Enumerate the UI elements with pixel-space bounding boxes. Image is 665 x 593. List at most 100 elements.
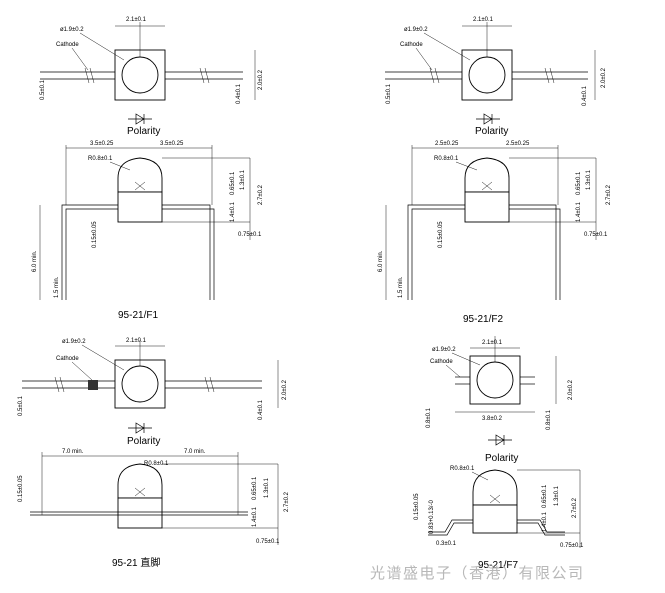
f2-lead-t-label: 0.15±0.05 <box>438 221 444 248</box>
straight-left-v-label: 0.5±0.1 <box>18 395 24 416</box>
straight-d5-label: 0.75±0.1 <box>256 539 280 545</box>
f1-lead-t-label: 0.15±0.05 <box>92 221 98 248</box>
f2-top-view: 2.1±0.1 ø1.9±0.2 Cathode 0.5±0.1 0.4±0.1… <box>385 17 607 137</box>
f2-d4-label: 1.4±0.1 <box>576 201 582 222</box>
straight-lead-t-label: 0.15±0.05 <box>18 475 24 502</box>
f7-cathode-label: Cathode <box>430 359 453 365</box>
f1-width-label: 2.1±0.1 <box>126 17 147 23</box>
f2-span-left-label: 2.5±0.25 <box>435 141 459 147</box>
f7-right-v-label: 0.8±0.1 <box>546 409 552 430</box>
f2-lead-dia-label: ø1.9±0.2 <box>404 27 428 33</box>
f1-d1-label: 0.65±0.1 <box>230 171 236 195</box>
f2-width-label: 2.1±0.1 <box>473 17 494 23</box>
f1-span-right-label: 3.5±0.25 <box>160 141 184 147</box>
f7-lens-circle <box>476 361 514 399</box>
f2-lead-len-label: 6.0 min. <box>378 250 384 272</box>
f1-lead-len-label: 6.0 min. <box>32 250 38 272</box>
straight-diode-symbol <box>128 422 152 434</box>
f7-polarity-label: Polarity <box>485 453 518 464</box>
f7-foot-h-label: 0.83+0.13/-0 <box>429 499 435 534</box>
f7-lens-dome <box>472 469 518 506</box>
f7-left-v-label: 0.8±0.1 <box>426 407 432 428</box>
f2-polarity-label: Polarity <box>475 126 508 137</box>
f1-bend-label: 1.5 min. <box>54 276 60 298</box>
f1-d3-label: 2.7±0.2 <box>258 184 264 205</box>
f1-lead-frame <box>61 204 211 300</box>
f7-d3-label: 2.7±0.2 <box>572 497 578 518</box>
f7-width-label: 2.1±0.1 <box>482 340 503 346</box>
company-watermark: 光谱盛电子（香港）有限公司 <box>370 564 585 582</box>
f7-lead-t-label: 0.15±0.05 <box>414 493 420 520</box>
straight-side-view: 7.0 min. 7.0 min. R0.8±0.1 0.65±0.1 1.3±… <box>18 449 290 569</box>
straight-right-v-label: 0.4±0.1 <box>258 399 264 420</box>
f7-caption: 95-21/F7 <box>478 560 518 571</box>
f7-diode-symbol <box>488 434 512 446</box>
f7-d1-label: 0.65±0.1 <box>542 484 548 508</box>
f1-cathode-label: Cathode <box>56 42 79 48</box>
f1-caption: 95-21/F1 <box>118 310 158 321</box>
f2-lead-frame <box>407 204 557 300</box>
straight-top-view: 2.1±0.1 ø1.9±0.2 Cathode 0.5±0.1 0.4±0.1… <box>18 338 288 447</box>
f7-span-label: 3.8±0.2 <box>482 416 503 422</box>
panel-straight: 2.1±0.1 ø1.9±0.2 Cathode 0.5±0.1 0.4±0.1… <box>18 338 290 569</box>
f1-d2-label: 1.3±0.1 <box>240 169 246 190</box>
f1-lens-dome <box>117 157 163 193</box>
straight-caption: 95-21 直脚 <box>112 556 160 569</box>
straight-span-left-label: 7.0 min. <box>62 449 84 455</box>
f1-height-label: 2.0±0.2 <box>258 69 264 90</box>
straight-cathode-mark <box>88 380 98 390</box>
panel-f2: 2.1±0.1 ø1.9±0.2 Cathode 0.5±0.1 0.4±0.1… <box>378 17 612 325</box>
straight-lens-r-label: R0.8±0.1 <box>144 461 169 467</box>
f2-lens-circle <box>468 56 506 94</box>
f2-lens-dome <box>464 157 510 193</box>
f2-caption: 95-21/F2 <box>463 314 503 325</box>
f2-d3-label: 2.7±0.2 <box>606 184 612 205</box>
f1-lead-dia-label: ø1.9±0.2 <box>60 27 84 33</box>
straight-lead-dia-label: ø1.9±0.2 <box>62 339 86 345</box>
f1-right-v-label: 0.4±0.1 <box>236 83 242 104</box>
f7-d4-label: 1.4±0.1 <box>542 511 548 532</box>
f7-d5-label: 0.75±0.1 <box>560 543 584 549</box>
f2-cathode-label: Cathode <box>400 42 423 48</box>
f2-d5-label: 0.75±0.1 <box>584 232 608 238</box>
f1-lens-circle <box>121 56 159 94</box>
straight-cathode-label: Cathode <box>56 356 79 362</box>
f7-top-view: 2.1±0.1 ø1.9±0.2 Cathode 0.8±0.1 0.8±0.1… <box>426 336 574 464</box>
f1-d4-label: 1.4±0.1 <box>230 201 236 222</box>
straight-polarity-label: Polarity <box>127 436 160 447</box>
f1-polarity-label: Polarity <box>127 126 160 137</box>
f2-diode-symbol <box>476 113 500 125</box>
straight-height-label: 2.0±0.2 <box>282 379 288 400</box>
f2-left-v-label: 0.5±0.1 <box>386 83 392 104</box>
straight-d3-label: 2.7±0.2 <box>284 491 290 512</box>
f2-bend-label: 1.5 min. <box>398 276 404 298</box>
f1-top-view: 2.1±0.1 ø1.9±0.2 Cathode 0.5±0.1 0.4±0.1… <box>40 17 264 137</box>
f1-d5-label: 0.75±0.1 <box>238 232 262 238</box>
straight-lens-dome <box>117 463 163 499</box>
straight-d2-label: 1.3±0.1 <box>264 477 270 498</box>
f7-side-view: R0.8±0.1 0.65±0.1 1.3±0.1 2.7±0.2 1.4±0.… <box>414 466 584 571</box>
f2-span-right-label: 2.5±0.25 <box>506 141 530 147</box>
f1-left-v-label: 0.5±0.1 <box>40 79 46 100</box>
f7-height-label: 2.0±0.2 <box>568 379 574 400</box>
f7-lead-dia-label: ø1.9±0.2 <box>432 347 456 353</box>
f1-side-view: 3.5±0.25 3.5±0.25 R0.8±0.1 0.65±0.1 1.3±… <box>32 141 264 321</box>
f2-lens-r-label: R0.8±0.1 <box>434 156 459 162</box>
f2-d1-label: 0.65±0.1 <box>576 171 582 195</box>
f7-lens-r-label: R0.8±0.1 <box>450 466 475 472</box>
f2-side-view: 2.5±0.25 2.5±0.25 R0.8±0.1 0.65±0.1 1.3±… <box>378 141 612 325</box>
panel-f7: 2.1±0.1 ø1.9±0.2 Cathode 0.8±0.1 0.8±0.1… <box>414 336 584 571</box>
f7-foot-w-label: 0.3±0.1 <box>436 541 457 547</box>
f7-d2-label: 1.3±0.1 <box>554 485 560 506</box>
f7-lead-frame <box>428 519 565 533</box>
f2-right-v-label: 0.4±0.1 <box>582 85 588 106</box>
f1-span-left-label: 3.5±0.25 <box>90 141 114 147</box>
f2-d2-label: 1.3±0.1 <box>586 169 592 190</box>
straight-span-right-label: 7.0 min. <box>184 449 206 455</box>
straight-d4-label: 1.4±0.1 <box>252 506 258 527</box>
panel-f1: 2.1±0.1 ø1.9±0.2 Cathode 0.5±0.1 0.4±0.1… <box>32 17 264 321</box>
f2-height-label: 2.0±0.2 <box>601 67 607 88</box>
straight-lens-circle <box>121 365 159 403</box>
straight-d1-label: 0.65±0.1 <box>252 476 258 500</box>
